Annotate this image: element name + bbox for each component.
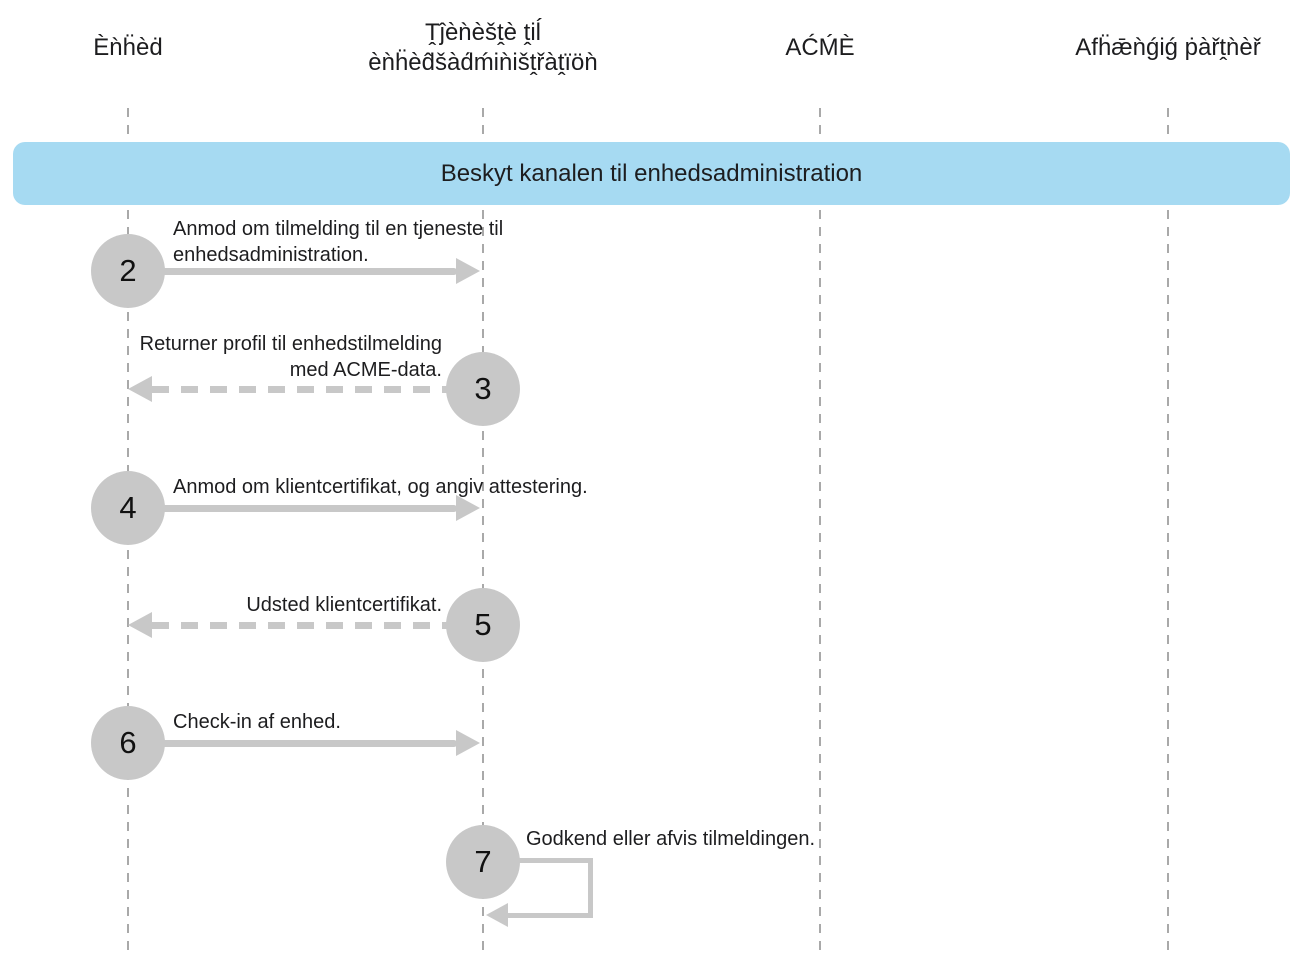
step-3-arrowhead-icon (128, 376, 152, 402)
message-line: Anmod om tilmelding til en tjeneste til (173, 218, 504, 240)
step-2-arrow-line (160, 268, 457, 275)
step-7-message: Godkend eller afvis tilmeldingen. (526, 826, 815, 852)
step-3-message: Returner profil til enhedstilmelding med… (110, 331, 442, 383)
step-number: 4 (119, 490, 137, 525)
step-4-message: Anmod om klientcertifikat, og angiv atte… (173, 474, 588, 500)
step-2-badge: 2 (91, 234, 165, 308)
step-2-arrowhead-icon (456, 258, 480, 284)
actor-label-enhed: Èǹḧèḋ (93, 33, 162, 63)
step-5-arrowhead-icon (128, 612, 152, 638)
step-5-message: Udsted klientcertifikat. (110, 592, 442, 618)
message-line: Check-in af enhed. (173, 711, 341, 733)
actor-label-afhaengig-partner: Afḧǣǹǵiǵ ṗàřṱǹèř (1075, 33, 1260, 63)
message-line: enhedsadministration. (173, 244, 369, 266)
step-2-message: Anmod om tilmelding til en tjeneste til … (173, 216, 503, 268)
step-number: 7 (474, 844, 492, 879)
step-6-arrowhead-icon (456, 730, 480, 756)
step-number: 5 (474, 607, 492, 642)
banner-label: Beskyt kanalen til enhedsadministration (440, 159, 863, 187)
step-5-arrow-line (152, 622, 452, 629)
actor-label-line: èǹḧèd̂šàd́ḿiǹišṱřàṱïöǹ (368, 49, 598, 76)
lifeline-acme (819, 108, 821, 953)
lifeline-afhaengig-partner (1167, 108, 1169, 953)
actor-label-line: AĆḾÈ (785, 34, 855, 61)
step-4-arrow-line (160, 505, 457, 512)
step-number: 6 (119, 725, 137, 760)
channel-protection-banner: Beskyt kanalen til enhedsadministration (13, 142, 1290, 205)
step-4-arrowhead-icon (456, 495, 480, 521)
step-6-arrow-line (160, 740, 457, 747)
step-5-badge: 5 (446, 588, 520, 662)
message-line: Udsted klientcertifikat. (246, 594, 442, 616)
actor-label-acme: AĆḾÈ (785, 33, 854, 63)
step-7-arrowhead-icon (486, 903, 508, 927)
actor-label-tjeneste: Ṱĵèǹèšṱè ṱiĺ èǹḧèd̂šàd́ḿiǹišṱřàṱïöǹ (368, 18, 597, 78)
message-line: Godkend eller afvis tilmeldingen. (526, 828, 816, 850)
step-4-badge: 4 (91, 471, 165, 545)
step-3-badge: 3 (446, 352, 520, 426)
actor-label-line: Ṱĵèǹèšṱè ṱiĺ (424, 19, 542, 46)
actor-label-line: Afḧǣǹǵiǵ ṗàřṱǹèř (1075, 34, 1261, 61)
step-6-message: Check-in af enhed. (173, 709, 341, 735)
lifeline-tjeneste (482, 108, 484, 953)
step-3-arrow-line (152, 386, 452, 393)
step-7-badge: 7 (446, 825, 520, 899)
step-7-loop-bottom (508, 913, 593, 918)
message-line: Anmod om klientcertifikat, og angiv atte… (173, 476, 588, 498)
step-7-loop-top (500, 858, 593, 863)
actor-label-line: Èǹḧèḋ (93, 34, 163, 61)
message-line: med ACME-data. (289, 359, 442, 381)
step-7-loop-right (588, 858, 593, 918)
message-line: Returner profil til enhedstilmelding (139, 333, 442, 355)
step-number: 3 (474, 371, 492, 406)
step-number: 2 (119, 253, 137, 288)
step-6-badge: 6 (91, 706, 165, 780)
